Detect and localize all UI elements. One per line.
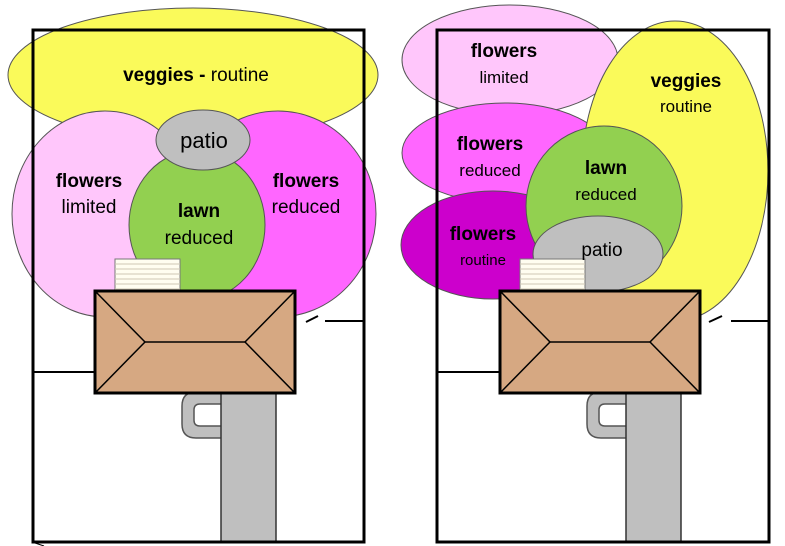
right-flowers-routine-level: routine bbox=[460, 252, 506, 269]
left-flowers-reduced-level: reduced bbox=[272, 197, 341, 218]
right-house-roof bbox=[498, 289, 702, 395]
right-veggies-level: routine bbox=[660, 97, 712, 116]
right-patio-label: patio bbox=[581, 240, 622, 261]
right-flowers-reduced-name: flowers bbox=[457, 134, 524, 155]
right-lawn-level: reduced bbox=[575, 185, 636, 204]
right-shed-stripes bbox=[520, 263, 585, 290]
right-property-boundary bbox=[435, 28, 771, 544]
right-lawn-name: lawn bbox=[585, 158, 627, 179]
left-flowers-limited-level: limited bbox=[62, 197, 117, 218]
right-yard: flowers limited veggies routine flowers … bbox=[400, 4, 771, 544]
left-yard: veggies - routine patio flowers limited … bbox=[7, 7, 379, 546]
right-fence-lines bbox=[437, 315, 769, 373]
left-fence-lines bbox=[33, 315, 364, 373]
left-flowers-limited-name: flowers bbox=[56, 171, 123, 192]
left-veggies-label: veggies - routine bbox=[123, 65, 269, 86]
left-flowers-reduced-name: flowers bbox=[273, 171, 340, 192]
right-flowers-limited-level: limited bbox=[479, 68, 528, 87]
left-patio-label: patio bbox=[180, 128, 228, 153]
left-lawn-level: reduced bbox=[165, 228, 234, 249]
right-flowers-limited-name: flowers bbox=[471, 41, 538, 62]
right-walkway bbox=[586, 391, 628, 439]
right-flowers-routine-name: flowers bbox=[450, 224, 517, 245]
right-driveway bbox=[625, 391, 682, 543]
left-driveway bbox=[220, 391, 277, 543]
left-patio-zone bbox=[155, 109, 251, 171]
left-property-boundary bbox=[31, 28, 366, 544]
right-shed bbox=[519, 258, 586, 295]
right-veggies-name: veggies bbox=[651, 71, 722, 92]
right-flowers-reduced-level: reduced bbox=[459, 161, 520, 180]
left-house-roof bbox=[93, 289, 297, 395]
left-walkway bbox=[181, 391, 223, 439]
left-lawn-name: lawn bbox=[178, 201, 220, 222]
left-shed-stripes bbox=[115, 263, 180, 290]
left-shed bbox=[114, 258, 181, 295]
